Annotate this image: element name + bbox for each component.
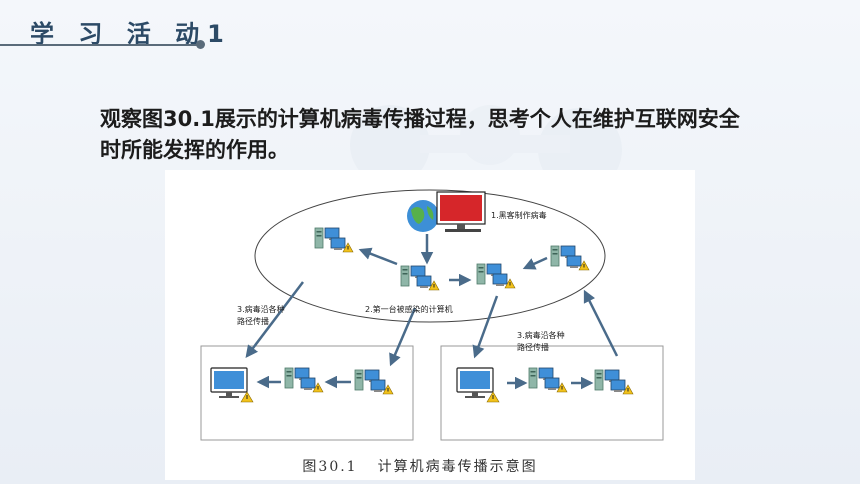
- figure-caption: 图30.1 计算机病毒传播示意图: [165, 456, 695, 476]
- virus-spread-diagram: [200, 189, 664, 441]
- label-first-infected: 2.第一台被感染的计算机: [365, 305, 453, 314]
- label-spread-left-2: 路径传播: [237, 317, 269, 326]
- virus-spread-figure: 1.黑客制作病毒 2.第一台被感染的计算机 3.病毒沿各种 路径传播 3.病毒沿…: [165, 170, 695, 480]
- label-spread-right-2: 路径传播: [517, 343, 549, 352]
- slide-title: 学 习 活 动1: [30, 20, 232, 48]
- label-spread-left-1: 3.病毒沿各种: [237, 305, 285, 314]
- slide-header: 学 习 活 动1: [0, 0, 860, 60]
- question-text: 观察图30.1展示的计算机病毒传播过程，思考个人在维护互联网安全时所能发挥的作用…: [100, 107, 740, 162]
- title-underline: [0, 44, 198, 46]
- caption-text: 计算机病毒传播示意图: [377, 459, 538, 475]
- label-spread-right-1: 3.病毒沿各种: [517, 331, 565, 340]
- caption-number: 图30.1: [302, 459, 358, 475]
- title-underline-dot: [196, 40, 205, 49]
- label-hacker: 1.黑客制作病毒: [491, 211, 547, 220]
- background-watermark: [350, 105, 622, 192]
